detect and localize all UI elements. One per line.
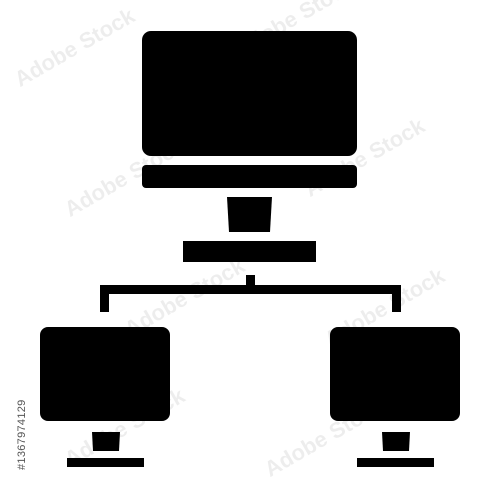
left-monitor-base — [67, 458, 144, 467]
left-monitor-screen — [40, 327, 170, 421]
stock-id-label: #1367974129 — [16, 399, 28, 470]
top-monitor — [142, 31, 357, 262]
top-monitor-screen — [142, 31, 357, 156]
left-monitor — [40, 327, 170, 467]
right-monitor-screen — [330, 327, 460, 421]
right-monitor-neck — [382, 432, 410, 451]
connector-left-drop — [100, 285, 109, 312]
top-monitor-neck — [227, 197, 272, 232]
top-monitor-bezel — [142, 165, 357, 188]
right-monitor — [330, 327, 460, 467]
connector-horizontal — [100, 285, 401, 294]
right-monitor-base — [357, 458, 434, 467]
top-monitor-base — [183, 241, 316, 262]
connector-vertical-top — [246, 275, 255, 288]
connector-right-drop — [392, 285, 401, 312]
left-monitor-neck — [92, 432, 120, 451]
network-connectors — [100, 275, 401, 312]
